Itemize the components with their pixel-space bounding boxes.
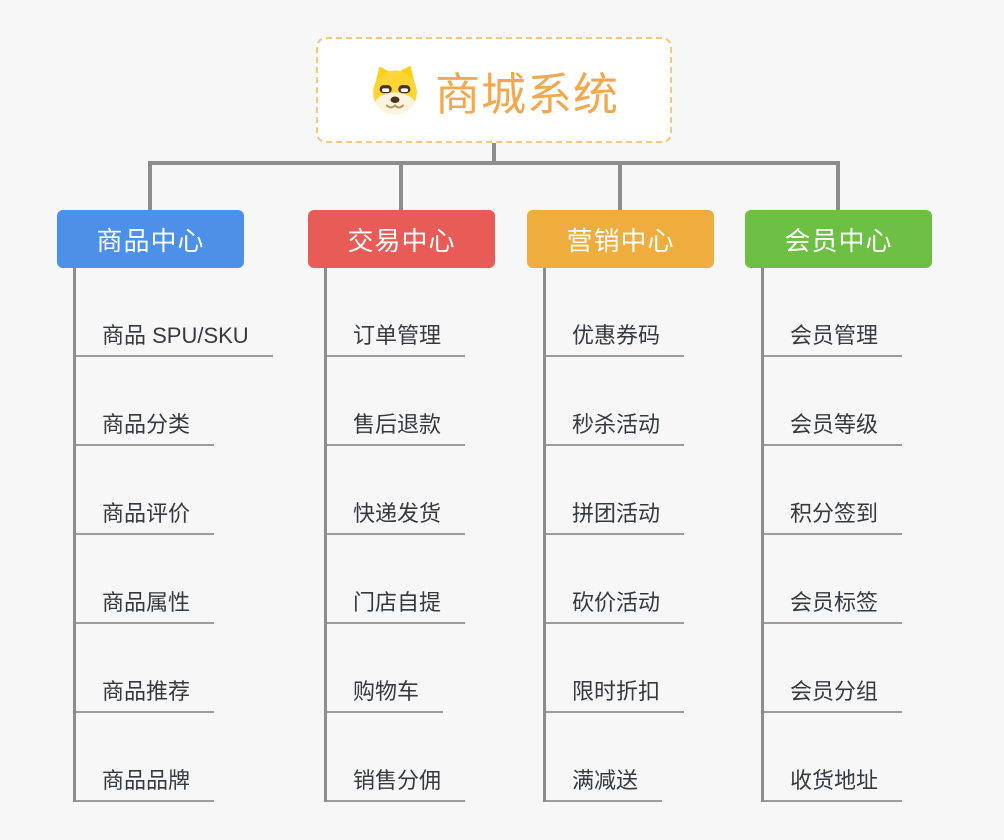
child-node[interactable]: 销售分佣 xyxy=(327,713,466,802)
child-node[interactable]: 会员分组 xyxy=(764,624,903,713)
branch-header-member-center[interactable]: 会员中心 xyxy=(745,210,932,268)
branch-children: 商品 SPU/SKU 商品分类 商品评价 商品属性 商品推荐 商品品牌 xyxy=(73,268,273,802)
child-node[interactable]: 会员标签 xyxy=(764,535,903,624)
root-node[interactable]: 商城系统 xyxy=(316,37,672,143)
branch-drop-line xyxy=(836,163,840,210)
dog-icon xyxy=(369,64,421,116)
branch-marketing-center: 营销中心 优惠券码 秒杀活动 拼团活动 砍价活动 限时折扣 满减送 xyxy=(527,210,787,802)
branch-trade-center: 交易中心 订单管理 售后退款 快递发货 门店自提 购物车 销售分佣 xyxy=(308,210,568,802)
branch-header-product-center[interactable]: 商品中心 xyxy=(57,210,244,268)
child-node[interactable]: 门店自提 xyxy=(327,535,466,624)
child-node[interactable]: 商品 SPU/SKU xyxy=(76,268,273,357)
branch-member-center: 会员中心 会员管理 会员等级 积分签到 会员标签 会员分组 收货地址 xyxy=(745,210,1004,802)
branch-drop-line xyxy=(148,163,152,210)
child-node[interactable]: 订单管理 xyxy=(327,268,466,357)
child-node[interactable]: 限时折扣 xyxy=(546,624,685,713)
child-node[interactable]: 秒杀活动 xyxy=(546,357,685,446)
child-node[interactable]: 拼团活动 xyxy=(546,446,685,535)
child-node[interactable]: 商品分类 xyxy=(76,357,215,446)
branch-children: 会员管理 会员等级 积分签到 会员标签 会员分组 收货地址 xyxy=(761,268,903,802)
branch-header-marketing-center[interactable]: 营销中心 xyxy=(527,210,714,268)
child-node[interactable]: 积分签到 xyxy=(764,446,903,535)
child-node[interactable]: 商品属性 xyxy=(76,535,215,624)
child-node[interactable]: 优惠券码 xyxy=(546,268,685,357)
branch-children: 优惠券码 秒杀活动 拼团活动 砍价活动 限时折扣 满减送 xyxy=(543,268,685,802)
branch-product-center: 商品中心 商品 SPU/SKU 商品分类 商品评价 商品属性 商品推荐 商品品牌 xyxy=(57,210,317,802)
branch-drop-line xyxy=(399,163,403,210)
branch-drop-line xyxy=(618,163,622,210)
root-stem-line xyxy=(492,143,496,165)
branch-header-trade-center[interactable]: 交易中心 xyxy=(308,210,495,268)
child-node[interactable]: 购物车 xyxy=(327,624,444,713)
child-node[interactable]: 会员等级 xyxy=(764,357,903,446)
root-title: 商城系统 xyxy=(434,68,619,120)
child-node[interactable]: 商品评价 xyxy=(76,446,215,535)
child-node[interactable]: 满减送 xyxy=(546,713,663,802)
branch-children: 订单管理 售后退款 快递发货 门店自提 购物车 销售分佣 xyxy=(324,268,466,802)
level1-horizontal-line xyxy=(148,161,840,165)
child-node[interactable]: 收货地址 xyxy=(764,713,903,802)
child-node[interactable]: 快递发货 xyxy=(327,446,466,535)
child-node[interactable]: 商品推荐 xyxy=(76,624,215,713)
child-node[interactable]: 商品品牌 xyxy=(76,713,215,802)
child-node[interactable]: 会员管理 xyxy=(764,268,903,357)
child-node[interactable]: 砍价活动 xyxy=(546,535,685,624)
child-node[interactable]: 售后退款 xyxy=(327,357,466,446)
